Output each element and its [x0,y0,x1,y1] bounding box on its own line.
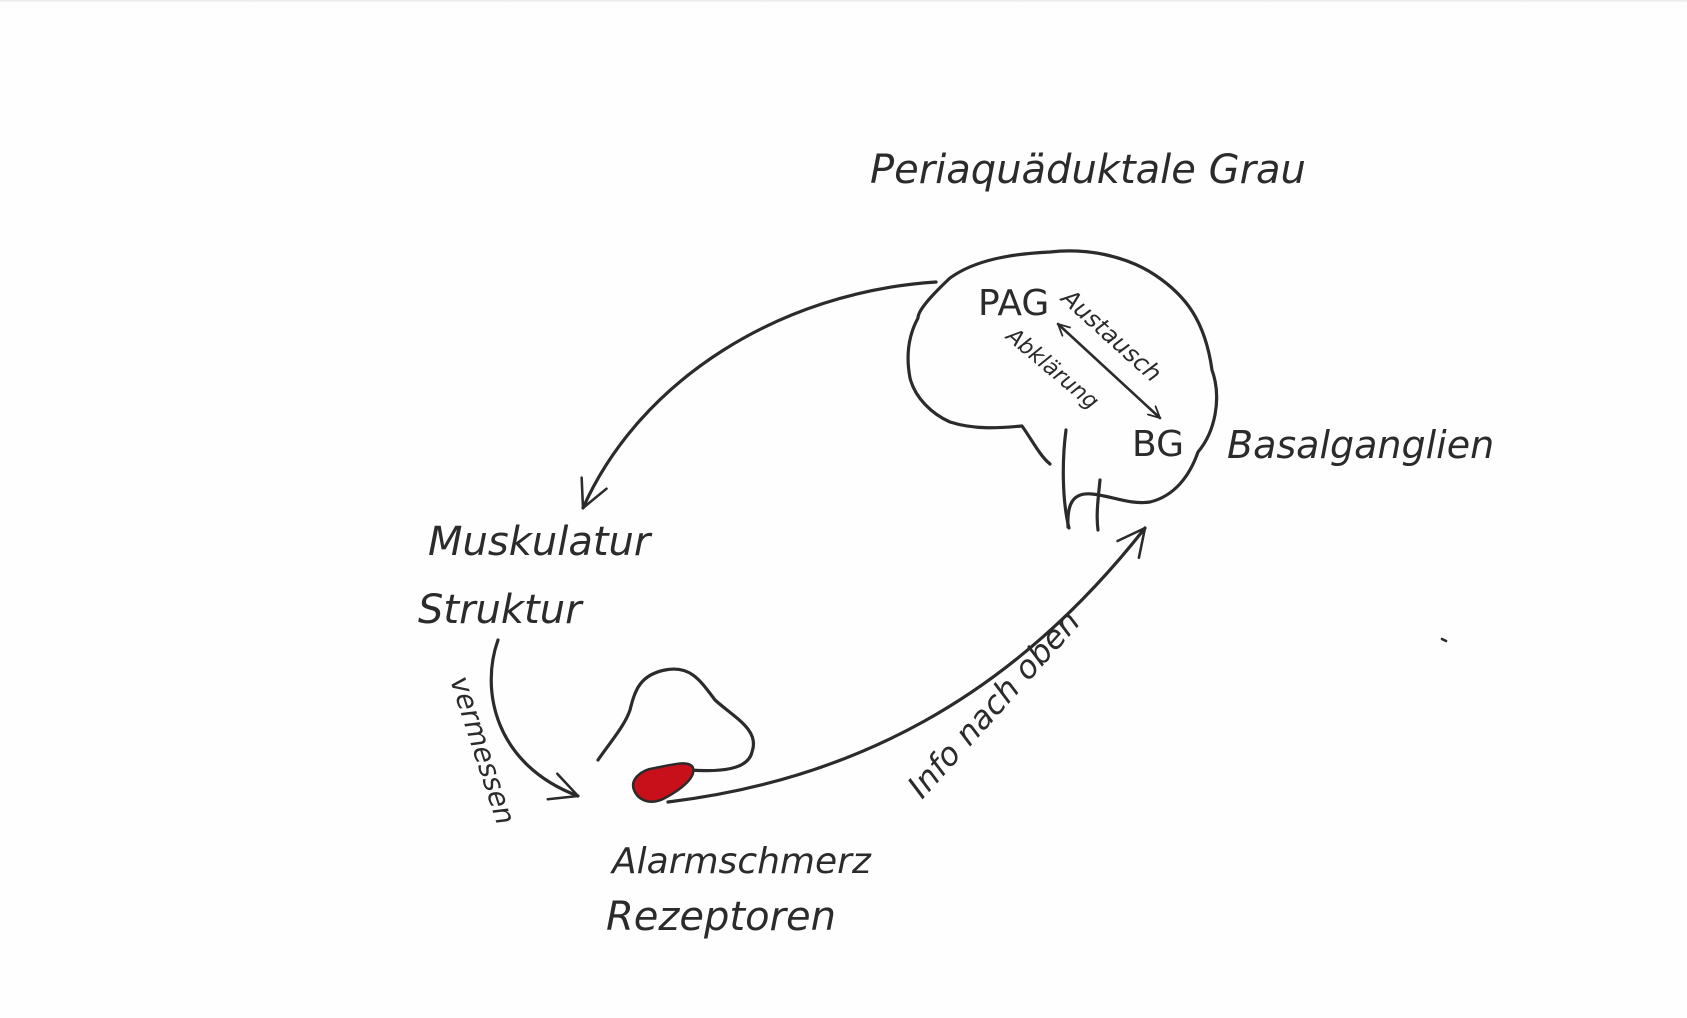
paper-edge [0,0,1687,3]
arrow-measure [489,638,580,801]
rezeptoren-label: Rezeptoren [606,894,836,940]
brain-outline [906,249,1219,529]
pag-label: PAG [978,283,1049,324]
muskulatur-label: Muskulatur [428,519,653,565]
basalganglien-label: Basalganglien [1227,423,1494,467]
info-nach-oben-label: Info nach oben [900,603,1088,806]
paper-speck [1440,637,1448,643]
brainstem-left [1061,428,1071,530]
bg-label: BG [1132,424,1184,465]
abklaerung-label: Abklärung [1000,322,1104,415]
receptor-neuron [596,667,756,773]
vermessen-label: vermessen [443,672,522,829]
struktur-label: Struktur [418,587,584,633]
receptor-red-blob [631,762,695,803]
alarmschmerz-label: Alarmschmerz [610,841,872,882]
arrow-info-up [666,526,1147,804]
brainstem-right [1095,478,1102,532]
arrow-brain-to-muscle [580,280,938,510]
diagram-title: Periaquäduktale Grau [870,147,1306,193]
exchange-arrow [1056,322,1162,420]
